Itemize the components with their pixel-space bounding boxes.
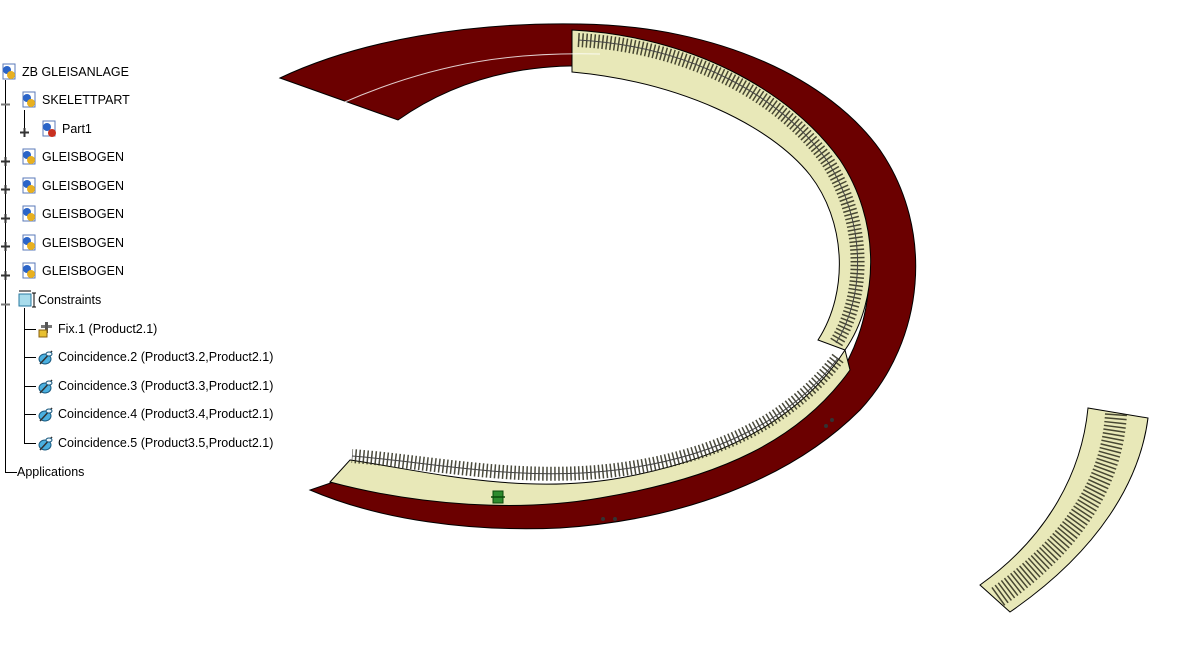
track-segment-separate[interactable] — [979, 407, 1149, 613]
collapse-icon[interactable] — [1, 96, 10, 106]
expand-icon[interactable] — [1, 181, 10, 194]
tree-label: GLEISBOGEN — [42, 150, 124, 164]
tree-node-constraints[interactable]: Constraints — [16, 290, 101, 310]
tree-line-skelett — [24, 110, 25, 128]
tree-node-gleisbogen[interactable]: GLEISBOGEN — [20, 176, 124, 196]
tree-node-fix[interactable]: Fix.1 (Product2.1) — [36, 319, 157, 339]
tree-node-gleisbogen[interactable]: GLEISBOGEN — [20, 147, 124, 167]
tree-label: Coincidence.2 (Product3.2,Product2.1) — [58, 350, 274, 364]
constraints-icon — [16, 290, 36, 310]
product-icon — [20, 90, 40, 110]
product-icon — [20, 261, 40, 281]
product-icon — [20, 176, 40, 196]
product-icon — [20, 204, 40, 224]
collapse-icon[interactable] — [1, 296, 10, 306]
track-segment-2[interactable] — [329, 348, 851, 506]
product-icon — [20, 147, 40, 167]
fix-constraint-icon — [36, 319, 56, 339]
tree-label: Fix.1 (Product2.1) — [58, 322, 158, 336]
tree-label: SKELETTPART — [42, 93, 130, 107]
coincidence-icon — [36, 376, 56, 396]
tree-node-gleisbogen[interactable]: GLEISBOGEN — [20, 261, 124, 281]
tree-node-gleisbogen[interactable]: GLEISBOGEN — [20, 204, 124, 224]
tree-label: Part1 — [62, 122, 92, 136]
tree-label: Coincidence.4 (Product3.4,Product2.1) — [58, 407, 274, 421]
expand-icon[interactable] — [1, 267, 10, 280]
track-segment-1[interactable] — [571, 29, 872, 351]
tree-node-coincidence[interactable]: Coincidence.2 (Product3.2,Product2.1) — [36, 347, 273, 367]
tree-label: GLEISBOGEN — [42, 264, 124, 278]
tree-node-gleisbogen[interactable]: GLEISBOGEN — [20, 233, 124, 253]
tree-label: GLEISBOGEN — [42, 179, 124, 193]
tree-label-root: ZB GLEISANLAGE — [22, 65, 129, 79]
expand-icon[interactable] — [20, 124, 29, 137]
tree-label: GLEISBOGEN — [42, 236, 124, 250]
coincidence-icon — [36, 433, 56, 453]
part-icon — [40, 119, 60, 139]
tree-label: Coincidence.3 (Product3.3,Product2.1) — [58, 379, 274, 393]
tree-line-constraints — [24, 308, 25, 443]
tree-node-coincidence[interactable]: Coincidence.3 (Product3.3,Product2.1) — [36, 376, 273, 396]
tree-node-part1[interactable]: Part1 — [40, 119, 92, 139]
coincidence-icon — [36, 347, 56, 367]
tree-label: Coincidence.5 (Product3.5,Product2.1) — [58, 436, 274, 450]
tree-node-root[interactable]: ZB GLEISANLAGE — [0, 62, 129, 82]
fix-anchor-icon[interactable] — [491, 490, 505, 504]
tree-node-applications[interactable]: Applications — [17, 462, 84, 482]
specification-tree: ZB GLEISANLAGE SKELETTPART Part1 — [0, 0, 320, 647]
expand-icon[interactable] — [1, 238, 10, 251]
tree-node-coincidence[interactable]: Coincidence.5 (Product3.5,Product2.1) — [36, 433, 273, 453]
coincidence-icon — [36, 404, 56, 424]
product-icon — [0, 62, 20, 82]
tree-label: GLEISBOGEN — [42, 207, 124, 221]
track-ties-separate — [989, 413, 1127, 607]
product-icon — [20, 233, 40, 253]
tree-label-applications: Applications — [17, 465, 85, 479]
expand-icon[interactable] — [1, 210, 10, 223]
tree-node-skelettpart[interactable]: SKELETTPART — [20, 90, 130, 110]
tree-label: Constraints — [38, 293, 102, 307]
expand-icon[interactable] — [1, 153, 10, 166]
tree-node-coincidence[interactable]: Coincidence.4 (Product3.4,Product2.1) — [36, 404, 273, 424]
